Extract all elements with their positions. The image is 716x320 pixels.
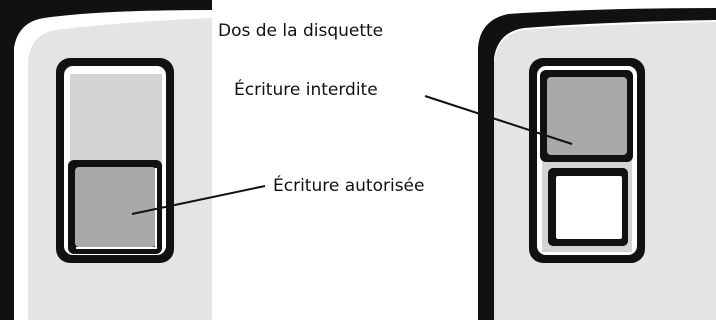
leader-write-protected xyxy=(424,95,573,145)
switch-write-protected xyxy=(529,58,645,263)
diagram-title: Dos de la disquette xyxy=(218,21,384,41)
label-write-enabled: Écriture autorisée xyxy=(273,176,425,196)
open-window xyxy=(556,176,622,239)
label-write-protected: Écriture interdite xyxy=(234,80,378,100)
switch-write-enabled xyxy=(56,58,174,263)
floppy-right-edge xyxy=(478,8,716,320)
leader-write-enabled xyxy=(131,185,266,215)
